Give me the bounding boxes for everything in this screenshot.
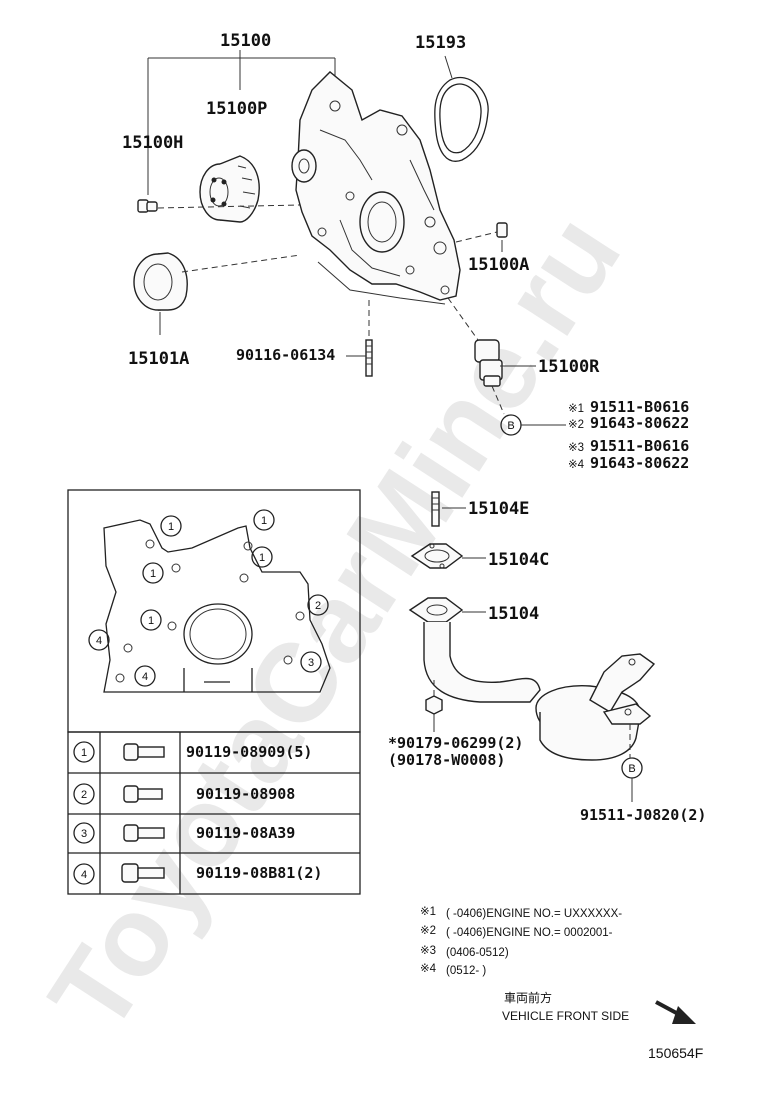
svg-text:※4: ※4: [420, 963, 437, 975]
svg-text:※3: ※3: [420, 945, 436, 957]
watermark: ToyotaCarMine.ru: [25, 193, 644, 1053]
gear-15100P: [199, 155, 260, 223]
engine-notes: ※1 ( -0406)ENGINE NO.= UXXXXXX- ※2 ( -04…: [420, 906, 622, 977]
figure-id: 150654F: [648, 1045, 703, 1061]
svg-text:4: 4: [142, 671, 148, 683]
svg-text:(0406-0512): (0406-0512): [446, 947, 509, 959]
gasket-15193: [434, 77, 489, 162]
strainer-15104: [408, 597, 656, 761]
label-90179-06299: *90179-06299(2): [388, 734, 523, 752]
pin-15100A: [496, 222, 508, 238]
label-15100R: 15100R: [538, 357, 600, 377]
label-15104E: 15104E: [468, 499, 529, 519]
ref-b-letter-lower: B: [628, 763, 635, 775]
bolt-table-row-2: 2 90119-08908: [73, 783, 295, 805]
bolt-table-row-4: 4 90119-08B81(2): [73, 863, 322, 885]
svg-text:( -0406)ENGINE NO.= UXXXX: ( -0406)ENGINE NO.= UXXXXXX-: [446, 908, 622, 920]
svg-text:90119-08B81(2): 90119-08B81(2): [196, 864, 322, 882]
svg-text:91643-80622: 91643-80622: [590, 414, 689, 432]
svg-text:2: 2: [315, 600, 321, 612]
vehicle-front-en: VEHICLE FRONT SIDE: [502, 1009, 629, 1023]
svg-text:91511-B0616: 91511-B0616: [590, 398, 689, 416]
svg-text:2: 2: [81, 789, 87, 801]
svg-text:90119-08A39: 90119-08A39: [196, 824, 295, 842]
label-15104: 15104: [488, 604, 539, 624]
label-15100H: 15100H: [122, 133, 183, 153]
svg-text:90119-08909(5): 90119-08909(5): [186, 743, 312, 761]
label-15100: 15100: [220, 31, 271, 51]
vehicle-front-jp: 車両前方: [504, 990, 552, 1005]
oil-pump-housing: [291, 71, 461, 305]
svg-text:3: 3: [81, 828, 87, 840]
label-leader-15100: [147, 50, 336, 195]
svg-text:(0512- ): (0512- ): [446, 965, 486, 977]
stud-90116-06134: [365, 339, 373, 377]
svg-text:1: 1: [81, 747, 87, 759]
label-90178-W0008: (90178-W0008): [388, 751, 505, 769]
label-15104C: 15104C: [488, 550, 549, 570]
svg-text:1: 1: [261, 515, 267, 527]
label-90116-06134: 90116-06134: [236, 346, 335, 364]
svg-text:1: 1: [148, 615, 154, 627]
label-15193: 15193: [415, 33, 466, 53]
svg-text:4: 4: [96, 635, 102, 647]
gasket-15104C: [410, 543, 464, 569]
svg-text:4: 4: [81, 869, 87, 881]
svg-text:91643-80622: 91643-80622: [590, 454, 689, 472]
inset-callouts: 1 1 1 1 1 2 3 4 4: [88, 509, 329, 687]
stud-15104E: [431, 491, 440, 527]
svg-text:90119-08908: 90119-08908: [196, 785, 295, 803]
svg-text:3: 3: [308, 657, 314, 669]
bolt-table-row-1: 1 90119-08909(5): [73, 741, 312, 763]
plug-15100H: [137, 199, 158, 213]
label-15100P: 15100P: [206, 99, 267, 119]
nut-90179-06299: [425, 695, 443, 715]
svg-text:※1: ※1: [568, 403, 584, 415]
label-91511-J0820: 91511-J0820(2): [580, 806, 706, 824]
svg-text:( -0406)ENGINE NO.= 00020: ( -0406)ENGINE NO.= 0002001-: [446, 927, 613, 939]
svg-text:1: 1: [259, 552, 265, 564]
label-15100A: 15100A: [468, 255, 529, 275]
front-arrow-icon: [655, 1000, 696, 1024]
svg-text:1: 1: [168, 521, 174, 533]
svg-text:※1: ※1: [420, 906, 436, 918]
svg-text:※2: ※2: [420, 925, 436, 937]
sensor-15100R: [474, 339, 512, 387]
svg-text:91511-B0616: 91511-B0616: [590, 437, 689, 455]
bolt-table-row-3: 3 90119-08A39: [73, 822, 295, 844]
ref-b-letter-upper: B: [507, 420, 514, 432]
sensor-bolt-refs: ※1 91511-B0616 ※2 91643-80622 ※3 91511-B…: [568, 398, 689, 472]
bolt-table: [67, 731, 361, 895]
svg-text:※4: ※4: [568, 459, 585, 471]
oil-seal-15101A: [133, 252, 188, 311]
svg-text:※2: ※2: [568, 419, 584, 431]
svg-text:1: 1: [150, 568, 156, 580]
svg-text:※3: ※3: [568, 442, 584, 454]
label-15101A: 15101A: [128, 349, 189, 369]
